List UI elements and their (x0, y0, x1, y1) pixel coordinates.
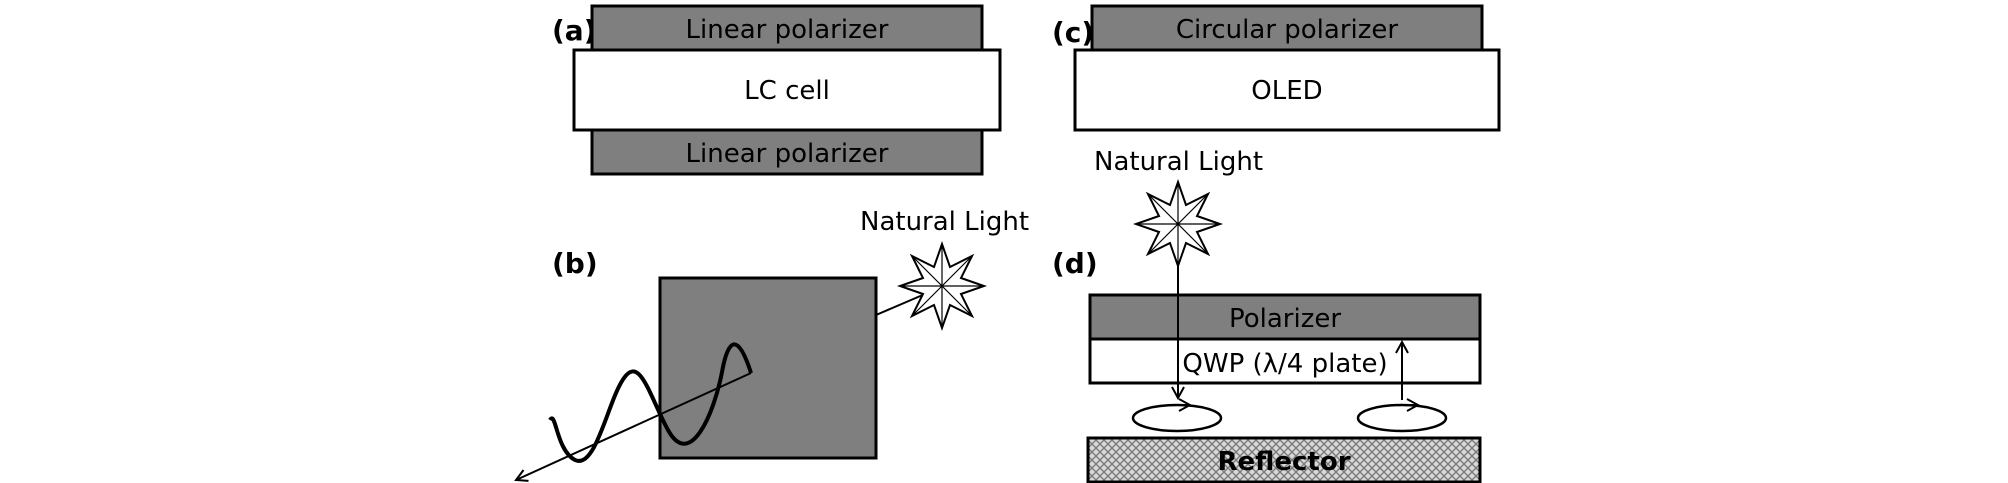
lc-cell-label: LC cell (744, 76, 830, 106)
linear-polarizer-bottom-label: Linear polarizer (686, 139, 889, 169)
panel-a: (a) Linear polarizer LC cell Linear pola… (552, 4, 1002, 176)
qwp-layer-label: QWP (λ/4 plate) (1182, 349, 1387, 379)
reflector-layer-label: Reflector (1217, 447, 1350, 477)
reflector-layer (1086, 436, 1482, 483)
panel-c-label: (c) (1052, 16, 1094, 49)
panel-b-label: (b) (552, 247, 598, 280)
polarized-wave (548, 342, 753, 463)
panel-d: Natural Light (d) Polarizer QWP (λ/4 pla… (1052, 147, 1482, 483)
natural-light-star-icon-d (1132, 178, 1224, 270)
linear-polarizer-top-label: Linear polarizer (686, 15, 889, 45)
natural-light-label-d: Natural Light (1094, 147, 1263, 177)
incident-ray (875, 293, 926, 316)
circular-polarization-ellipse-right (1356, 403, 1448, 433)
circular-polarizer-label: Circular polarizer (1176, 15, 1399, 45)
oled (1073, 48, 1501, 132)
natural-light-star-icon-b (896, 240, 988, 332)
polarizer-layer-label: Polarizer (1229, 304, 1341, 334)
circular-polarization-ellipse-left (1131, 403, 1223, 433)
natural-light-label-b: Natural Light (860, 207, 1029, 237)
transmitted-ray (516, 372, 752, 480)
polarizer-layer (1088, 293, 1482, 341)
oled-label: OLED (1251, 76, 1322, 106)
panel-b: (b) Natural Light (516, 207, 1029, 480)
panel-c: (c) Circular polarizer OLED (1052, 4, 1501, 132)
linear-polarizer-top (590, 4, 984, 52)
qwp-layer (1088, 337, 1482, 385)
polarizer-block (658, 276, 878, 460)
panel-d-label: (d) (1052, 247, 1098, 280)
linear-polarizer-bottom (590, 128, 984, 176)
panel-a-label: (a) (552, 14, 597, 47)
lc-cell (572, 48, 1002, 132)
